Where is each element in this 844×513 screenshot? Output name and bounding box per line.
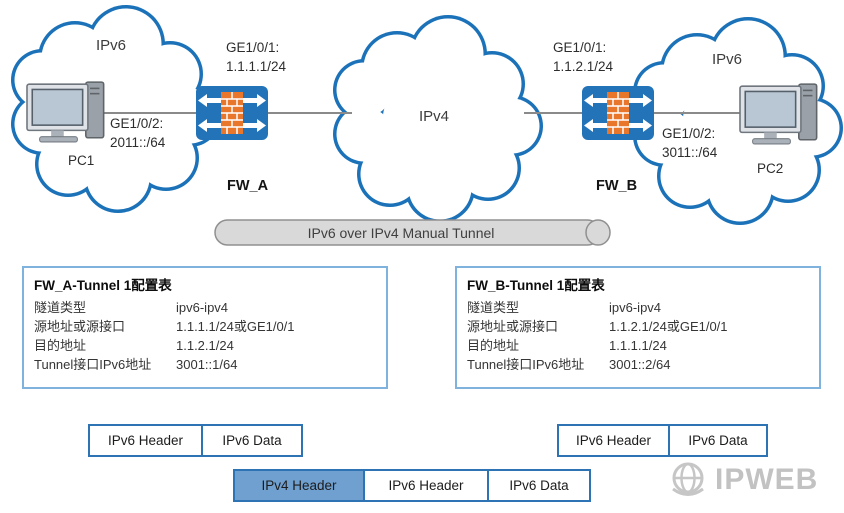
watermark-text: IPWEB	[715, 463, 819, 496]
pc1-label: PC1	[68, 153, 95, 168]
config-row-tunnel-type: 隧道类型 ipv6-ipv4	[467, 300, 662, 315]
config-table-title: FW_A-Tunnel 1配置表	[34, 278, 172, 293]
packet-cell-ipv6-data: IPv6 Data	[201, 424, 303, 457]
fw-a-wan-if-label: GE1/0/1:	[226, 40, 280, 55]
fw-a-wan-ip-label: 1.1.1.1/24	[226, 59, 287, 74]
pc2-packet: IPv6 Header IPv6 Data	[557, 424, 768, 457]
cloud-label-ipv4: IPv4	[419, 108, 450, 125]
packet-cell-ipv6-data: IPv6 Data	[487, 469, 591, 502]
config-row-source: 源地址或源接口 1.1.2.1/24或GE1/0/1	[467, 319, 728, 334]
globe-icon	[672, 462, 704, 496]
fw-a-name-label: FW_A	[227, 178, 269, 194]
packet-cell-ipv6-header: IPv6 Header	[363, 469, 489, 502]
packet-cell-ipv4-header: IPv4 Header	[233, 469, 365, 502]
cloud-label-ipv6-left: IPv6	[96, 37, 127, 54]
config-row-destination: 目的地址 1.1.2.1/24	[34, 338, 234, 353]
fw-a-tunnel-config-table: FW_A-Tunnel 1配置表 隧道类型 ipv6-ipv4 源地址或源接口 …	[22, 266, 388, 389]
packet-cell-ipv6-data: IPv6 Data	[668, 424, 768, 457]
fw-b-wan-if-label: GE1/0/1:	[553, 40, 607, 55]
pc2-label: PC2	[757, 161, 784, 176]
tunnel-capsule	[214, 219, 611, 246]
ipweb-watermark: IPWEB	[666, 458, 818, 502]
tunnel-label: IPv6 over IPv4 Manual Tunnel	[307, 225, 495, 241]
fw-b-tunnel-config-table: FW_B-Tunnel 1配置表 隧道类型 ipv6-ipv4 源地址或源接口 …	[455, 266, 821, 389]
packet-cell-ipv6-header: IPv6 Header	[88, 424, 203, 457]
fw-b-lan-if-label: GE1/0/2:	[662, 126, 716, 141]
config-table-title: FW_B-Tunnel 1配置表	[467, 278, 605, 293]
fw-a-lan-ip-label: 2011::/64	[110, 135, 166, 150]
config-row-source: 源地址或源接口 1.1.1.1/24或GE1/0/1	[34, 319, 295, 334]
fw-b-name-label: FW_B	[596, 178, 638, 194]
pc1-packet: IPv6 Header IPv6 Data	[88, 424, 303, 457]
config-row-destination: 目的地址 1.1.1.1/24	[467, 338, 667, 353]
fw-b-lan-ip-label: 3011::/64	[662, 145, 718, 160]
firewall-fw-a-icon	[195, 85, 269, 141]
config-row-tunnel-ipv6: Tunnel接口IPv6地址 3001::2/64	[467, 357, 671, 372]
fw-a-lan-if-label: GE1/0/2:	[110, 116, 164, 131]
config-row-tunnel-type: 隧道类型 ipv6-ipv4	[34, 300, 229, 315]
firewall-fw-b-icon	[581, 85, 655, 141]
config-row-tunnel-ipv6: Tunnel接口IPv6地址 3001::1/64	[34, 357, 238, 372]
cloud-label-ipv6-right: IPv6	[712, 51, 743, 68]
tunnel-encapsulated-packet: IPv4 Header IPv6 Header IPv6 Data	[233, 469, 591, 502]
packet-cell-ipv6-header: IPv6 Header	[557, 424, 670, 457]
fw-b-wan-ip-label: 1.1.2.1/24	[553, 59, 614, 74]
